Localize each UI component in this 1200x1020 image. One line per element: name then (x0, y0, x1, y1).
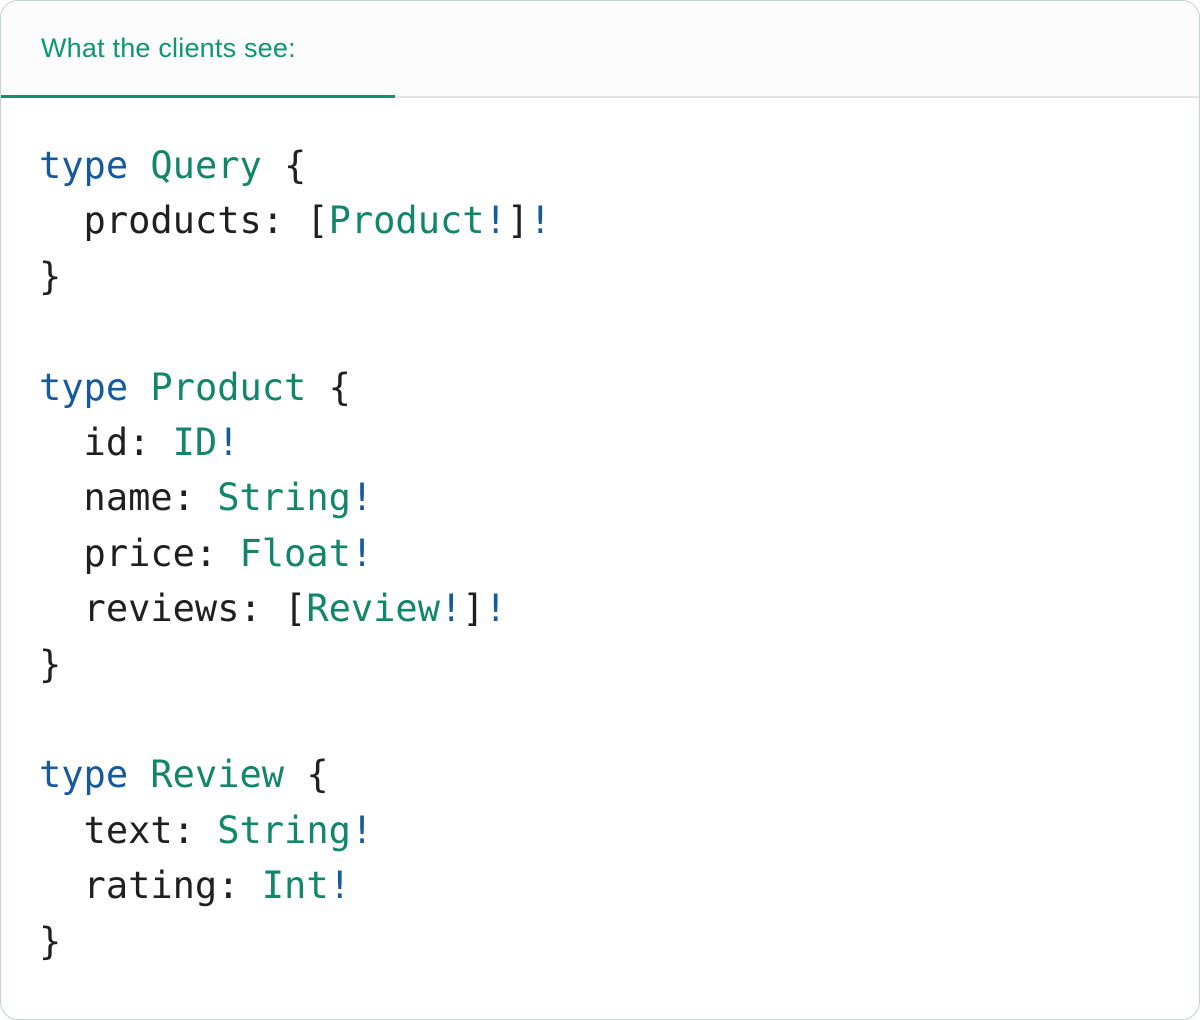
code-line: type Review { (39, 753, 329, 797)
code-line: products: [Product!]! (39, 199, 552, 243)
code-line: price: Float! (39, 531, 374, 575)
code-line: type Product { (39, 365, 351, 409)
code-line: rating: Int! (39, 864, 351, 908)
code-line: type Query { (39, 144, 307, 187)
code-block: type Query { products: [Product!]!} type… (1, 98, 1199, 1009)
tab-what-clients-see[interactable]: What the clients see: (1, 1, 395, 98)
tab-bar: What the clients see: (1, 1, 1199, 98)
code-line (39, 304, 1161, 359)
code-line: name: String! (39, 476, 374, 520)
code-line (39, 692, 1161, 747)
code-line: } (39, 919, 62, 963)
tab-label: What the clients see: (41, 32, 296, 63)
code-line: reviews: [Review!]! (39, 587, 507, 631)
code-line: } (39, 642, 62, 686)
code-line: text: String! (39, 808, 374, 852)
code-line: id: ID! (39, 421, 240, 465)
code-line: } (39, 254, 62, 298)
